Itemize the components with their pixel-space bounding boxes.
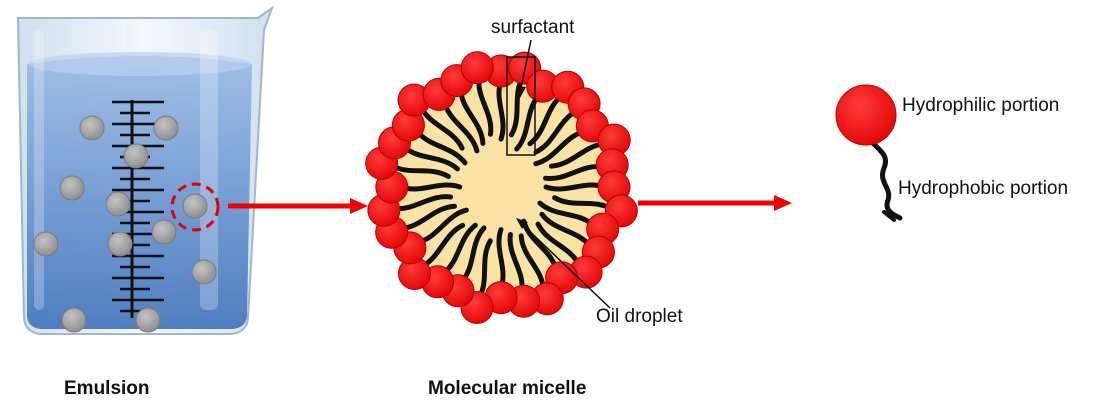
- emulsion-droplet: [192, 260, 216, 284]
- surfactant-label: surfactant: [491, 17, 574, 39]
- micelle-icon: [366, 40, 638, 324]
- beaker-icon: [18, 8, 272, 334]
- surfactant-head: [461, 52, 493, 84]
- hydrophilic-head: [836, 85, 896, 145]
- emulsion-droplet: [136, 308, 160, 332]
- emulsion-droplet: [34, 232, 58, 256]
- emulsion-droplet: [183, 194, 207, 218]
- emulsion-caption: Emulsion: [64, 378, 150, 400]
- emulsion-droplet: [60, 176, 84, 200]
- emulsion-droplet: [108, 232, 132, 256]
- hydrophobic-label: Hydrophobic portion: [898, 178, 1068, 200]
- emulsion-droplet: [152, 220, 176, 244]
- surfactant-molecule-icon: [836, 85, 900, 220]
- micelle-caption: Molecular micelle: [428, 378, 586, 400]
- arrow-micelle-to-molecule: [638, 195, 792, 211]
- emulsion-droplet: [124, 144, 148, 168]
- water-surface: [28, 52, 252, 76]
- emulsion-droplet: [62, 308, 86, 332]
- hydrophilic-label: Hydrophilic portion: [902, 95, 1059, 117]
- emulsion-droplet: [80, 116, 104, 140]
- hydrophobic-tail: [866, 136, 900, 218]
- emulsion-droplet: [106, 192, 130, 216]
- emulsion-droplet: [154, 116, 178, 140]
- oil-droplet-label: Oil droplet: [596, 306, 683, 328]
